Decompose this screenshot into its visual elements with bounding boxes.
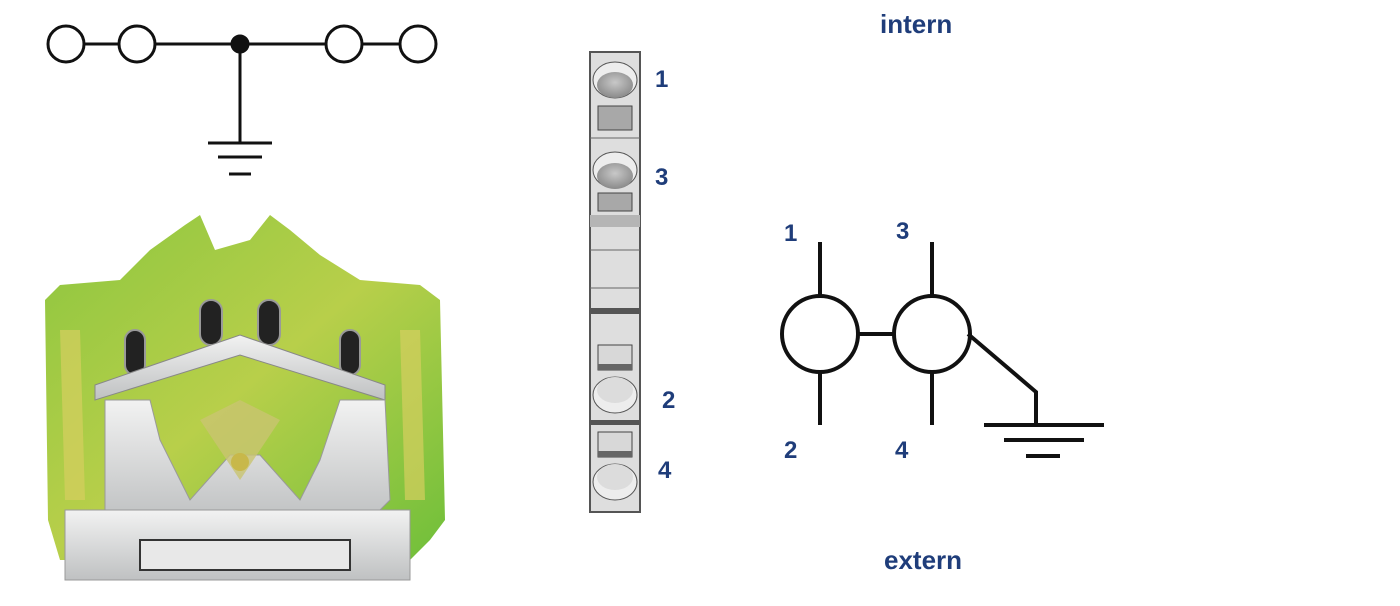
ground-icon: [984, 423, 1104, 458]
screw-1: [592, 61, 638, 99]
schematic-label-3: 3: [896, 218, 909, 245]
strip-label-1: 1: [655, 66, 668, 93]
extern-label: extern: [884, 545, 962, 575]
terminal-circle-3: [324, 24, 364, 64]
schematic-label-1: 1: [784, 220, 797, 247]
terminal-strip: [589, 51, 641, 513]
strip-label-4: 4: [658, 457, 672, 484]
schematic: [780, 242, 1104, 458]
intern-label: intern: [880, 9, 952, 39]
screw-2: [592, 376, 638, 414]
strip-label-2: 2: [662, 387, 675, 414]
schematic-label-4: 4: [895, 437, 909, 464]
top-symbol: [46, 24, 438, 176]
terminal-block-photo: [45, 215, 445, 581]
terminal-circle-4: [398, 24, 438, 64]
terminal-circle-2: [117, 24, 157, 64]
terminal-circle-right: [892, 294, 972, 374]
ground-icon: [208, 141, 272, 176]
screw-4: [592, 463, 638, 501]
screw-3: [592, 151, 638, 189]
terminal-circle-left: [780, 294, 860, 374]
terminal-circle-1: [46, 24, 86, 64]
schematic-label-2: 2: [784, 437, 797, 464]
strip-label-3: 3: [655, 164, 668, 191]
